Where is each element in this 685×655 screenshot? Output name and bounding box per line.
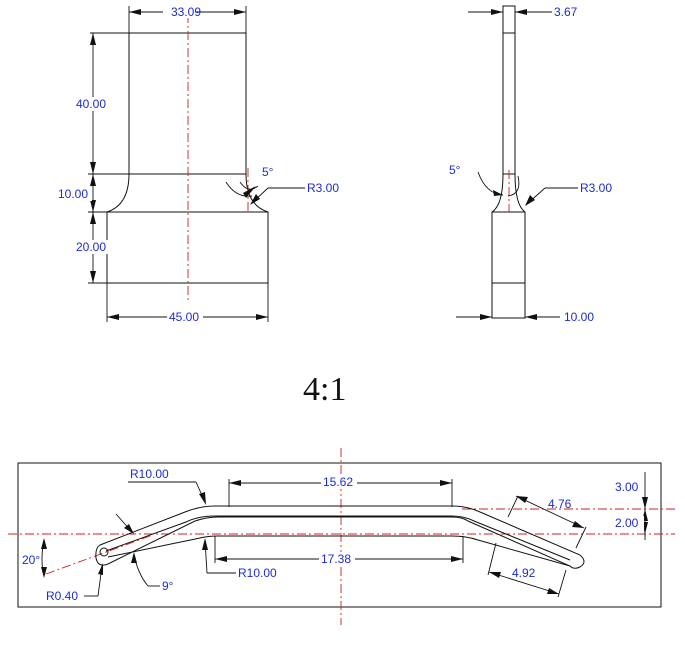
dim-radius: R3.00 — [307, 181, 339, 195]
dim-top-offset: 3.00 — [615, 480, 639, 494]
slot-inner-outline — [105, 515, 571, 567]
dim-lower-angle: 9° — [162, 579, 174, 593]
dim-right-upper: 4.76 — [548, 497, 572, 511]
dim-lower-radius: R10.00 — [238, 566, 277, 580]
dim-top-width: 33.09 — [171, 5, 201, 19]
dim-base-width: 45.00 — [169, 310, 199, 324]
dim-side-radius: R3.00 — [580, 181, 612, 195]
dim-side-thickness: 3.67 — [554, 5, 578, 19]
dim-angle: 5° — [262, 165, 274, 179]
dim-tip-radius: R0.40 — [46, 589, 78, 603]
dim-side-angle: 5° — [449, 163, 461, 177]
dim-lower-flat: 17.38 — [321, 552, 351, 566]
dim-left-angle: 20° — [22, 553, 40, 567]
front-view: 33.09 40.00 10.00 20.00 45.00 5° — [56, 4, 339, 324]
front-view-outline — [106, 32, 269, 284]
side-view-outline — [491, 5, 526, 319]
detail-view-frame — [17, 462, 662, 608]
dim-neck-height: 10.00 — [58, 187, 88, 201]
scale-label: 4:1 — [303, 371, 346, 408]
dim-upper-radius: R10.00 — [130, 467, 169, 481]
dim-base-height: 20.00 — [76, 240, 106, 254]
dim-upper-flat: 15.62 — [323, 475, 353, 489]
dim-right-lower: 4.92 — [512, 566, 536, 580]
dim-center-offset: 2.00 — [615, 516, 639, 530]
dim-side-base-thickness: 10.00 — [564, 310, 594, 324]
side-view: 3.67 5° R3.00 10.00 — [449, 5, 612, 324]
detail-view: 15.62 17.38 R10.00 R10.00 20° R0.40 — [8, 448, 675, 625]
dim-upper-height: 40.00 — [76, 97, 106, 111]
